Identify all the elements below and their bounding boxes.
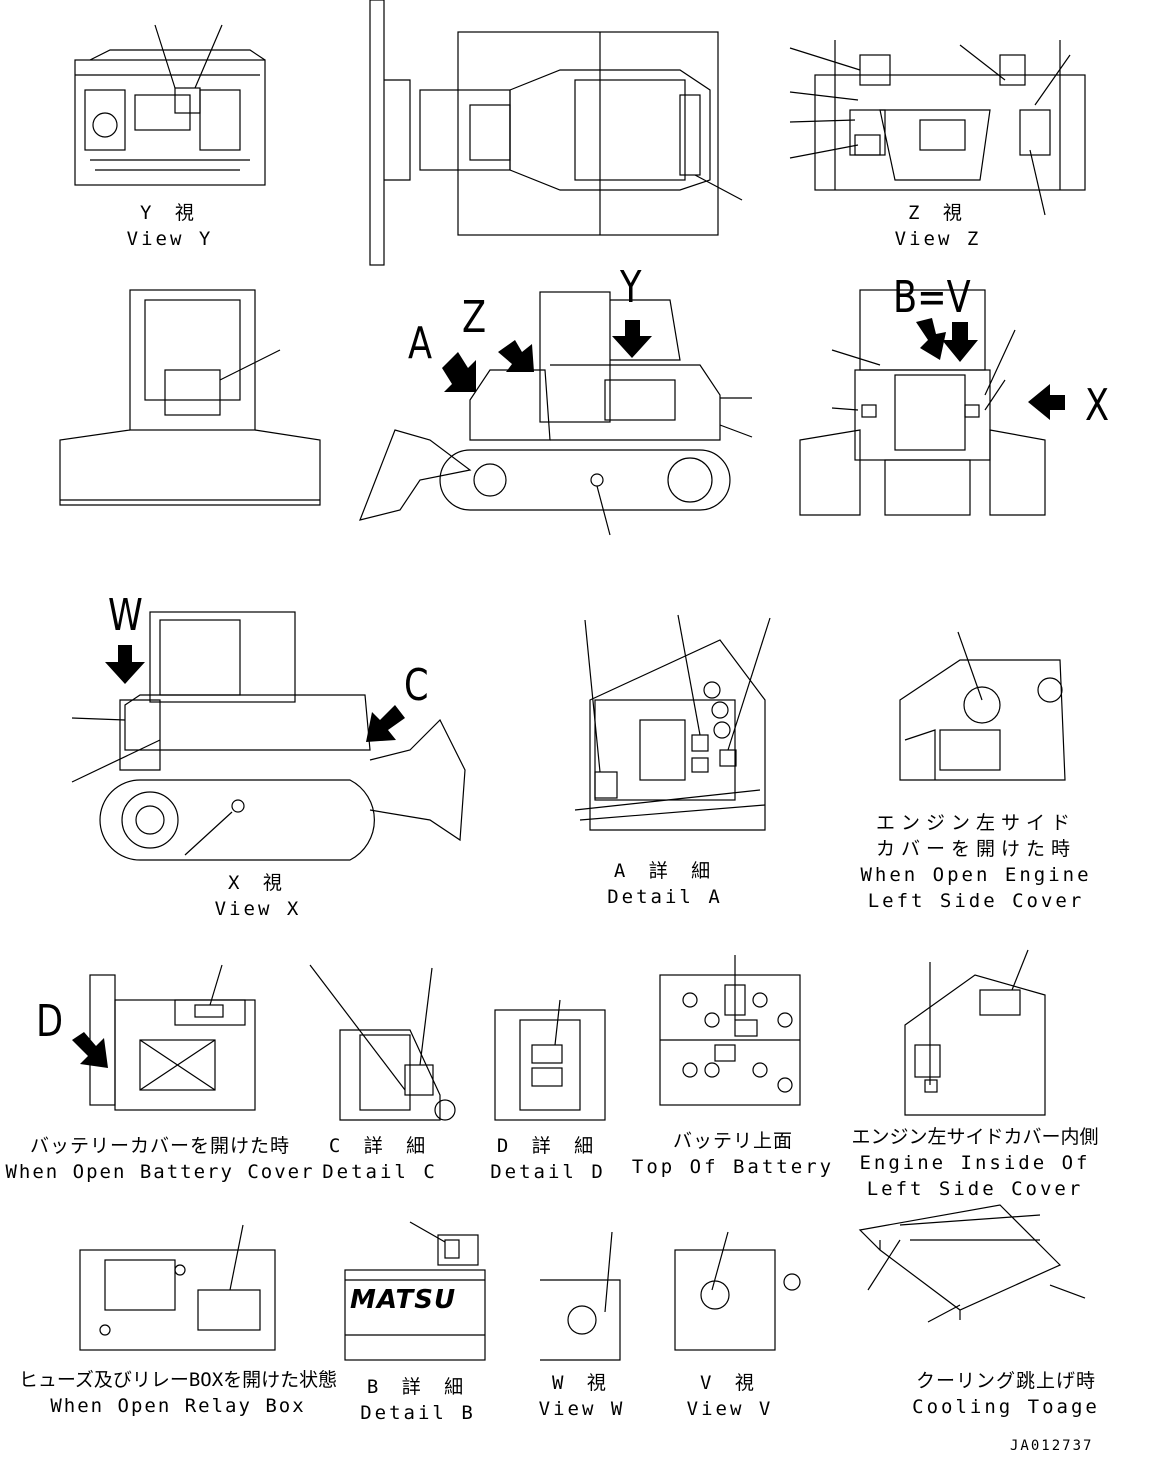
arrow-a <box>442 352 476 392</box>
caption-view-v-en: View V <box>686 1398 774 1420</box>
detail-a-drawing <box>574 614 771 831</box>
caption-view-y-en: View Y <box>126 228 214 250</box>
top-plan-drawing <box>369 0 743 266</box>
caption-detail-a: A 詳 細 Detail A <box>607 858 723 910</box>
caption-view-v-jp: V 視 <box>700 1372 760 1394</box>
caption-relay-box: ヒューズ及びリレーBOXを開けた状態 When Open Relay Box <box>19 1367 337 1419</box>
caption-battery-top-jp: バッテリ上面 <box>672 1130 793 1152</box>
view-w-drawing <box>540 1231 621 1361</box>
callout-d: D <box>36 996 64 1047</box>
caption-view-z: Z 視 View Z <box>895 200 982 252</box>
caption-engine-inside-en2: Left Side Cover <box>866 1178 1084 1200</box>
caption-view-z-en: View Z <box>894 228 982 250</box>
view-y-drawing <box>74 24 266 186</box>
arrow-d <box>72 1032 108 1068</box>
caption-cooling-tilt-jp: クーリング跳上げ時 <box>915 1370 1096 1392</box>
callout-w: W <box>108 590 143 641</box>
callout-a: A <box>408 318 433 369</box>
caption-detail-d-en: Detail D <box>490 1161 606 1183</box>
caption-engine-cover-open-jp: エンジン左サイド <box>875 812 1076 834</box>
caption-view-z-jp: Z 視 <box>908 202 968 224</box>
caption-engine-cover-open-en2: Left Side Cover <box>867 890 1085 912</box>
arrow-y <box>612 320 652 358</box>
caption-battery-top-en: Top Of Battery <box>631 1156 835 1178</box>
caption-engine-cover-open: エンジン左サイド カバーを開けた時 When Open Engine Left … <box>860 810 1091 914</box>
caption-battery-top: バッテリ上面 Top Of Battery <box>632 1128 834 1180</box>
detail-d-drawing <box>494 999 606 1121</box>
battery-cover-drawing <box>89 964 256 1111</box>
caption-view-y: Y 視 View Y <box>127 200 214 252</box>
arrow-c <box>366 705 405 742</box>
callout-y: Y <box>620 262 642 313</box>
caption-view-w: W 視 View W <box>539 1370 626 1422</box>
callout-c: C <box>404 660 429 711</box>
caption-detail-c: C 詳 細 Detail C <box>322 1133 438 1185</box>
front-view-drawing <box>59 289 321 506</box>
view-z-drawing <box>789 40 1086 216</box>
detail-c-drawing <box>309 964 456 1121</box>
caption-detail-a-en: Detail A <box>607 886 723 908</box>
detail-b-drawing <box>344 1221 486 1361</box>
caption-engine-inside-jp: エンジン左サイドカバー内側 <box>851 1126 1099 1148</box>
caption-view-x-en: View X <box>214 898 302 920</box>
caption-engine-cover-open-en: When Open Engine <box>860 864 1092 886</box>
caption-detail-d: D 詳 細 Detail D <box>490 1133 606 1185</box>
caption-view-y-jp: Y 視 <box>140 202 200 224</box>
arrow-w <box>105 645 145 684</box>
caption-view-w-jp: W 視 <box>552 1372 612 1394</box>
drawing-code: JA012737 <box>1010 1438 1094 1454</box>
caption-engine-inside: エンジン左サイドカバー内側 Engine Inside Of Left Side… <box>851 1124 1098 1202</box>
callout-b-v: B=V <box>893 272 971 323</box>
engine-inside-drawing <box>904 949 1046 1116</box>
caption-battery-cover-en: When Open Battery Cover <box>5 1161 315 1183</box>
caption-battery-cover-jp: バッテリーカバーを開けた時 <box>29 1135 291 1157</box>
caption-cooling-tilt: クーリング跳上げ時 Cooling Toage <box>912 1368 1100 1420</box>
caption-view-x-jp: X 視 <box>228 872 288 894</box>
view-x-drawing <box>71 611 466 861</box>
caption-view-x: X 視 View X <box>215 870 302 922</box>
brand-text: MATSU <box>350 1285 457 1315</box>
caption-relay-box-en: When Open Relay Box <box>50 1395 306 1417</box>
arrow-b <box>916 318 946 360</box>
callout-x: X <box>1085 380 1110 431</box>
callout-arrows <box>72 318 1065 1068</box>
arrow-v <box>942 322 978 362</box>
caption-detail-b-jp: B 詳 細 <box>366 1376 470 1398</box>
arrow-z <box>498 340 534 372</box>
caption-view-w-en: View W <box>538 1398 626 1420</box>
caption-battery-cover: バッテリーカバーを開けた時 When Open Battery Cover <box>5 1133 314 1185</box>
caption-view-v: V 視 View V <box>687 1370 774 1422</box>
engine-cover-open-drawing <box>899 631 1066 781</box>
caption-detail-a-jp: A 詳 細 <box>613 860 717 882</box>
battery-top-drawing <box>659 955 801 1106</box>
caption-relay-box-jp: ヒューズ及びリレーBOXを開けた状態 <box>18 1369 338 1391</box>
rear-view-drawing <box>799 289 1046 516</box>
arrow-x <box>1028 384 1065 420</box>
caption-detail-d-jp: D 詳 細 <box>496 1135 600 1157</box>
relay-box-drawing <box>79 1224 276 1351</box>
cooling-tilt-drawing <box>858 1204 1086 1323</box>
caption-engine-inside-en: Engine Inside Of <box>859 1152 1091 1174</box>
caption-detail-b-en: Detail B <box>360 1402 476 1424</box>
caption-cooling-tilt-en: Cooling Toage <box>912 1396 1100 1418</box>
caption-detail-c-en: Detail C <box>322 1161 438 1183</box>
caption-detail-b: B 詳 細 Detail B <box>360 1374 476 1426</box>
side-view-drawing <box>359 291 753 536</box>
callout-z: Z <box>462 292 487 343</box>
caption-detail-c-jp: C 詳 細 <box>328 1135 432 1157</box>
view-v-drawing <box>674 1231 801 1351</box>
caption-engine-cover-open-jp2: カバーを開けた時 <box>875 838 1076 860</box>
